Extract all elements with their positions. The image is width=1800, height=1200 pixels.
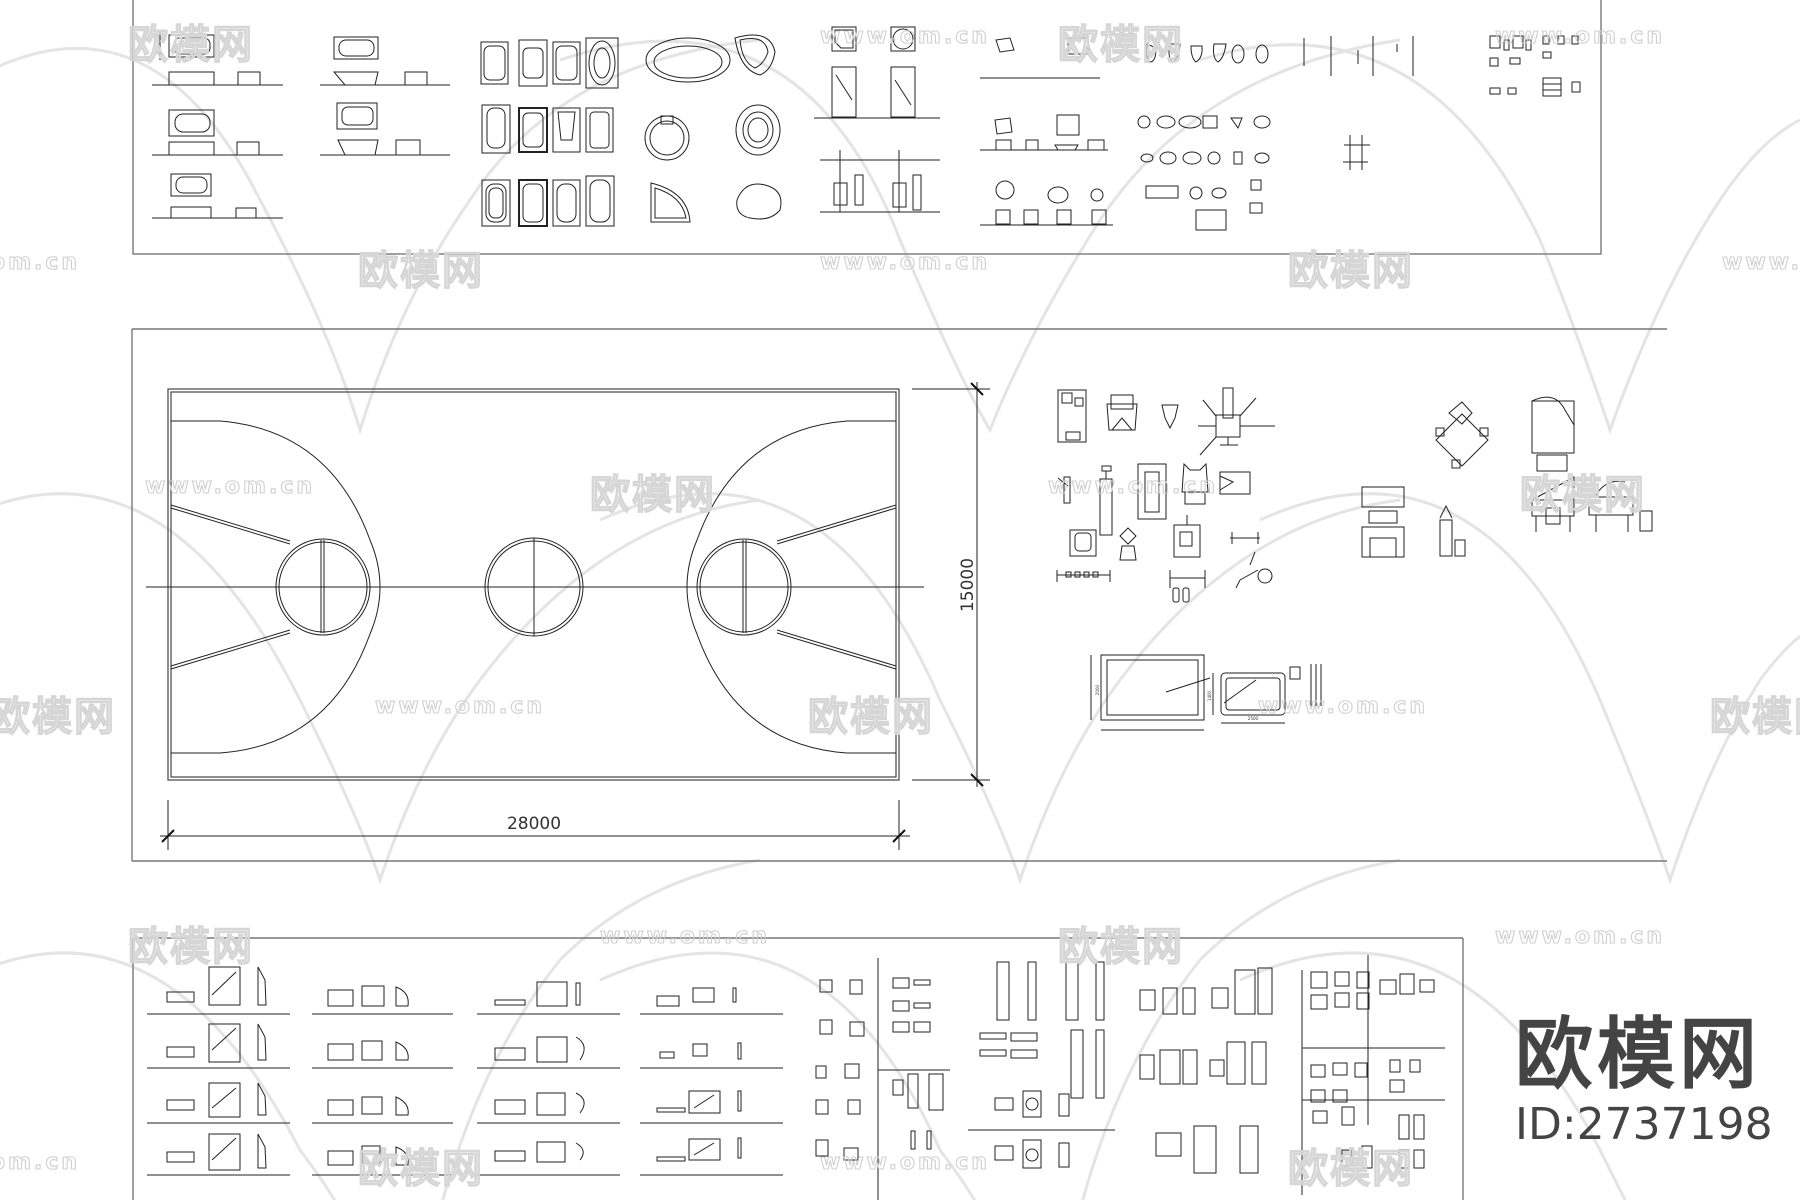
dimension-labels: 28000 15000 2000 1400 2500 [507, 558, 1259, 834]
gym-equipment-blocks [1056, 387, 1275, 603]
billiard-small-width-dimension: 1400 [1207, 690, 1212, 701]
brand-stamp-id: ID:2737198 [1515, 1099, 1773, 1150]
tv-blocks [147, 966, 783, 1176]
brand-stamp: 欧模网 ID:2737198 [1515, 1012, 1773, 1150]
court-width-dimension: 15000 [958, 558, 978, 612]
panel-sports [131, 328, 1667, 862]
piano-blocks [1361, 396, 1653, 558]
billiard-large-width-dimension: 2000 [1095, 684, 1100, 695]
brand-stamp-title: 欧模网 [1515, 1010, 1762, 1100]
panel-appliances [132, 937, 1464, 1200]
court-length-dimension: 28000 [507, 814, 561, 834]
billiard-small-length-dimension: 2500 [1248, 716, 1259, 721]
billiard-table-blocks [1090, 654, 1322, 731]
panel-bathroom [132, 0, 1602, 255]
basketball-court-plan [146, 382, 990, 850]
panel-frame-bathroom [132, 0, 1602, 255]
appliance-blocks [815, 955, 1445, 1200]
